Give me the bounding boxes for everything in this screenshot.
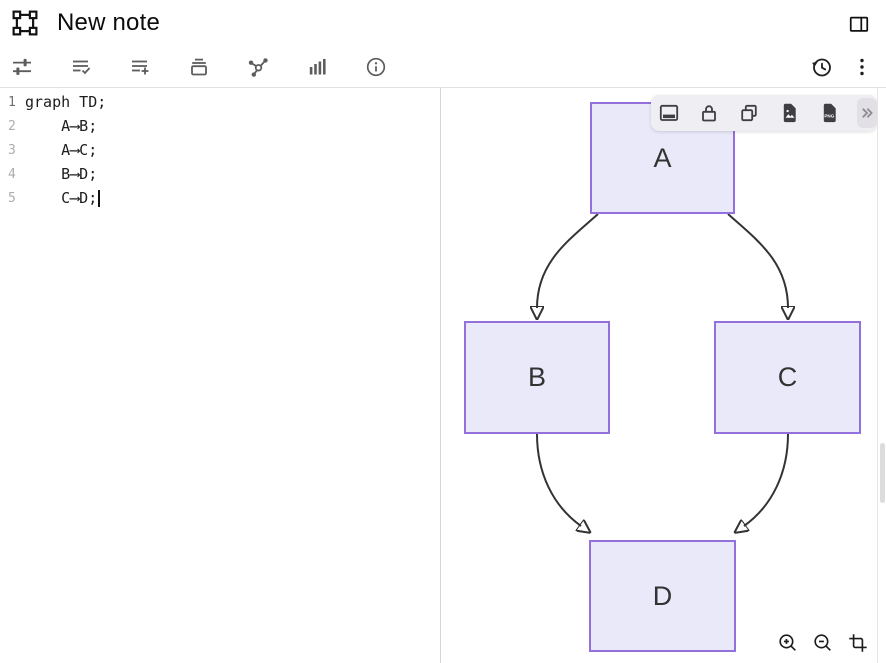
node-label: D — [652, 580, 673, 611]
header: New note — [0, 0, 886, 46]
transform-object-icon — [12, 10, 38, 36]
archive-icon — [191, 58, 207, 75]
main-toolbar — [0, 46, 886, 88]
line-number: 1 — [8, 94, 16, 110]
zoom-out-icon — [814, 634, 831, 651]
export-image-button[interactable] — [777, 101, 801, 125]
fork-graph-button[interactable] — [246, 55, 270, 79]
history-icon — [812, 58, 831, 76]
edge-c-d — [744, 433, 789, 526]
code-text: B⟶D; — [25, 165, 98, 183]
zoom-in-button[interactable] — [777, 632, 799, 654]
list-add-icon — [132, 60, 149, 74]
code-line: 5 C⟶D; — [0, 186, 440, 210]
png-file-icon: PNG — [823, 103, 836, 123]
duplicate-button[interactable] — [737, 101, 761, 125]
edge-b-d — [536, 433, 581, 526]
code-text: graph TD; — [25, 93, 107, 111]
code-line: 3 A⟶C; — [0, 138, 440, 162]
list-check-icon — [73, 60, 91, 74]
edge-a-b — [537, 213, 599, 308]
code-text: A⟶C; — [25, 141, 98, 159]
code-text: C⟶D; — [25, 189, 98, 207]
edge-a-c — [727, 213, 788, 308]
diagram-node-c: C — [714, 321, 861, 434]
diagram-floating-toolbar: PNG — [651, 95, 877, 131]
lock-button[interactable] — [697, 101, 721, 125]
scrollbar-thumb[interactable] — [880, 443, 885, 503]
diagram-edges — [441, 213, 886, 663]
line-number: 4 — [8, 166, 16, 182]
page-title: New note — [57, 9, 160, 36]
bar-chart-button[interactable] — [305, 55, 329, 79]
kebab-menu-icon — [860, 58, 864, 75]
info-icon — [366, 57, 386, 76]
code-line: 4 B⟶D; — [0, 162, 440, 186]
chevron-double-right-icon — [862, 108, 873, 118]
image-file-icon — [783, 103, 796, 123]
side-panel-toggle-button[interactable] — [848, 13, 870, 35]
list-add-button[interactable] — [128, 55, 152, 79]
preview-card-button[interactable] — [657, 101, 681, 125]
toolbar-left-group — [10, 55, 388, 79]
line-number: 5 — [8, 190, 16, 206]
more-menu-button[interactable] — [850, 55, 874, 79]
tune-icon — [13, 58, 31, 75]
line-number: 3 — [8, 142, 16, 158]
scrollbar-track[interactable] — [877, 88, 886, 663]
png-label: PNG — [824, 113, 834, 118]
node-label: A — [653, 142, 672, 173]
card-footer-icon — [659, 104, 679, 121]
zoom-out-button[interactable] — [812, 632, 834, 654]
code-line: 2 A⟶B; — [0, 114, 440, 138]
code-editor[interactable]: 1 graph TD; 2 A⟶B; 3 A⟶C; 4 B⟶D; 5 C⟶D; — [0, 88, 441, 663]
split-panel-icon — [848, 13, 870, 35]
toolbar-right-group — [809, 55, 874, 79]
tune-settings-button[interactable] — [10, 55, 34, 79]
zoom-controls — [777, 632, 869, 654]
node-label: C — [777, 362, 798, 392]
code-line: 1 graph TD; — [0, 90, 440, 114]
expand-toolbar-button[interactable] — [857, 98, 877, 128]
zoom-in-icon — [779, 634, 796, 651]
diagram-node-b: B — [464, 321, 610, 434]
copy-icon — [741, 104, 757, 122]
history-button[interactable] — [809, 55, 833, 79]
crop-icon — [849, 634, 867, 652]
code-text: A⟶B; — [25, 117, 98, 135]
diagram-preview-canvas[interactable]: A B C D — [441, 88, 886, 663]
diagram-node-d: D — [589, 540, 736, 652]
lock-icon — [702, 105, 716, 122]
node-label: B — [527, 362, 546, 392]
crop-button[interactable] — [847, 632, 869, 654]
text-cursor — [98, 189, 100, 207]
bar-chart-icon — [309, 58, 326, 74]
line-number: 2 — [8, 118, 16, 134]
info-button[interactable] — [364, 55, 388, 79]
archive-button[interactable] — [187, 55, 211, 79]
list-check-button[interactable] — [69, 55, 93, 79]
export-png-button[interactable]: PNG — [817, 101, 841, 125]
fork-graph-icon — [248, 57, 268, 77]
